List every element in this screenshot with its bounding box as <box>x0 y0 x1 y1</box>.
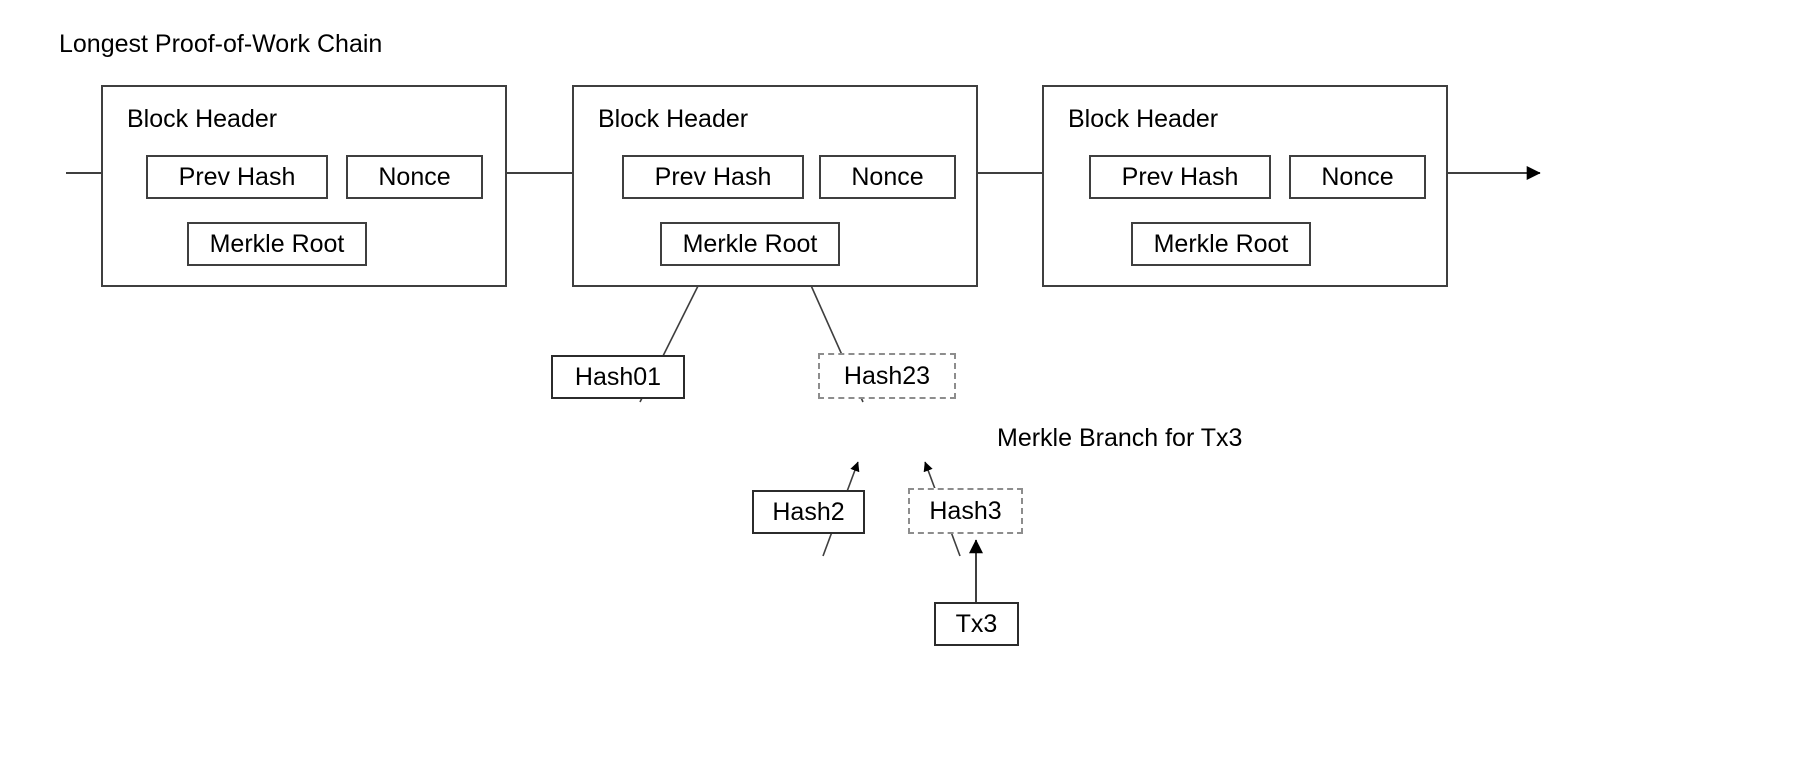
block-1-nonce-field: Nonce <box>346 155 483 199</box>
block-header-1: Block Header Prev Hash Nonce Merkle Root <box>101 85 507 287</box>
block-2-nonce-field: Nonce <box>819 155 956 199</box>
block-2-prev-hash-field: Prev Hash <box>622 155 804 199</box>
diagram-title: Longest Proof-of-Work Chain <box>59 30 383 58</box>
block-3-prev-hash-field: Prev Hash <box>1089 155 1271 199</box>
block-2-merkle-root-field: Merkle Root <box>660 222 840 266</box>
block-header-2: Block Header Prev Hash Nonce Merkle Root <box>572 85 978 287</box>
block-header-1-title: Block Header <box>127 105 278 133</box>
block-1-prev-hash-field: Prev Hash <box>146 155 328 199</box>
merkle-node-hash2: Hash2 <box>752 490 865 534</box>
merkle-branch-annotation: Merkle Branch for Tx3 <box>997 424 1243 452</box>
merkle-node-tx3: Tx3 <box>934 602 1019 646</box>
merkle-node-hash01: Hash01 <box>551 355 685 399</box>
merkle-node-hash3: Hash3 <box>908 488 1023 534</box>
block-1-merkle-root-field: Merkle Root <box>187 222 367 266</box>
block-header-3-title: Block Header <box>1068 105 1219 133</box>
block-header-2-title: Block Header <box>598 105 749 133</box>
block-header-3: Block Header Prev Hash Nonce Merkle Root <box>1042 85 1448 287</box>
block-3-merkle-root-field: Merkle Root <box>1131 222 1311 266</box>
merkle-node-hash23: Hash23 <box>818 353 956 399</box>
block-3-nonce-field: Nonce <box>1289 155 1426 199</box>
